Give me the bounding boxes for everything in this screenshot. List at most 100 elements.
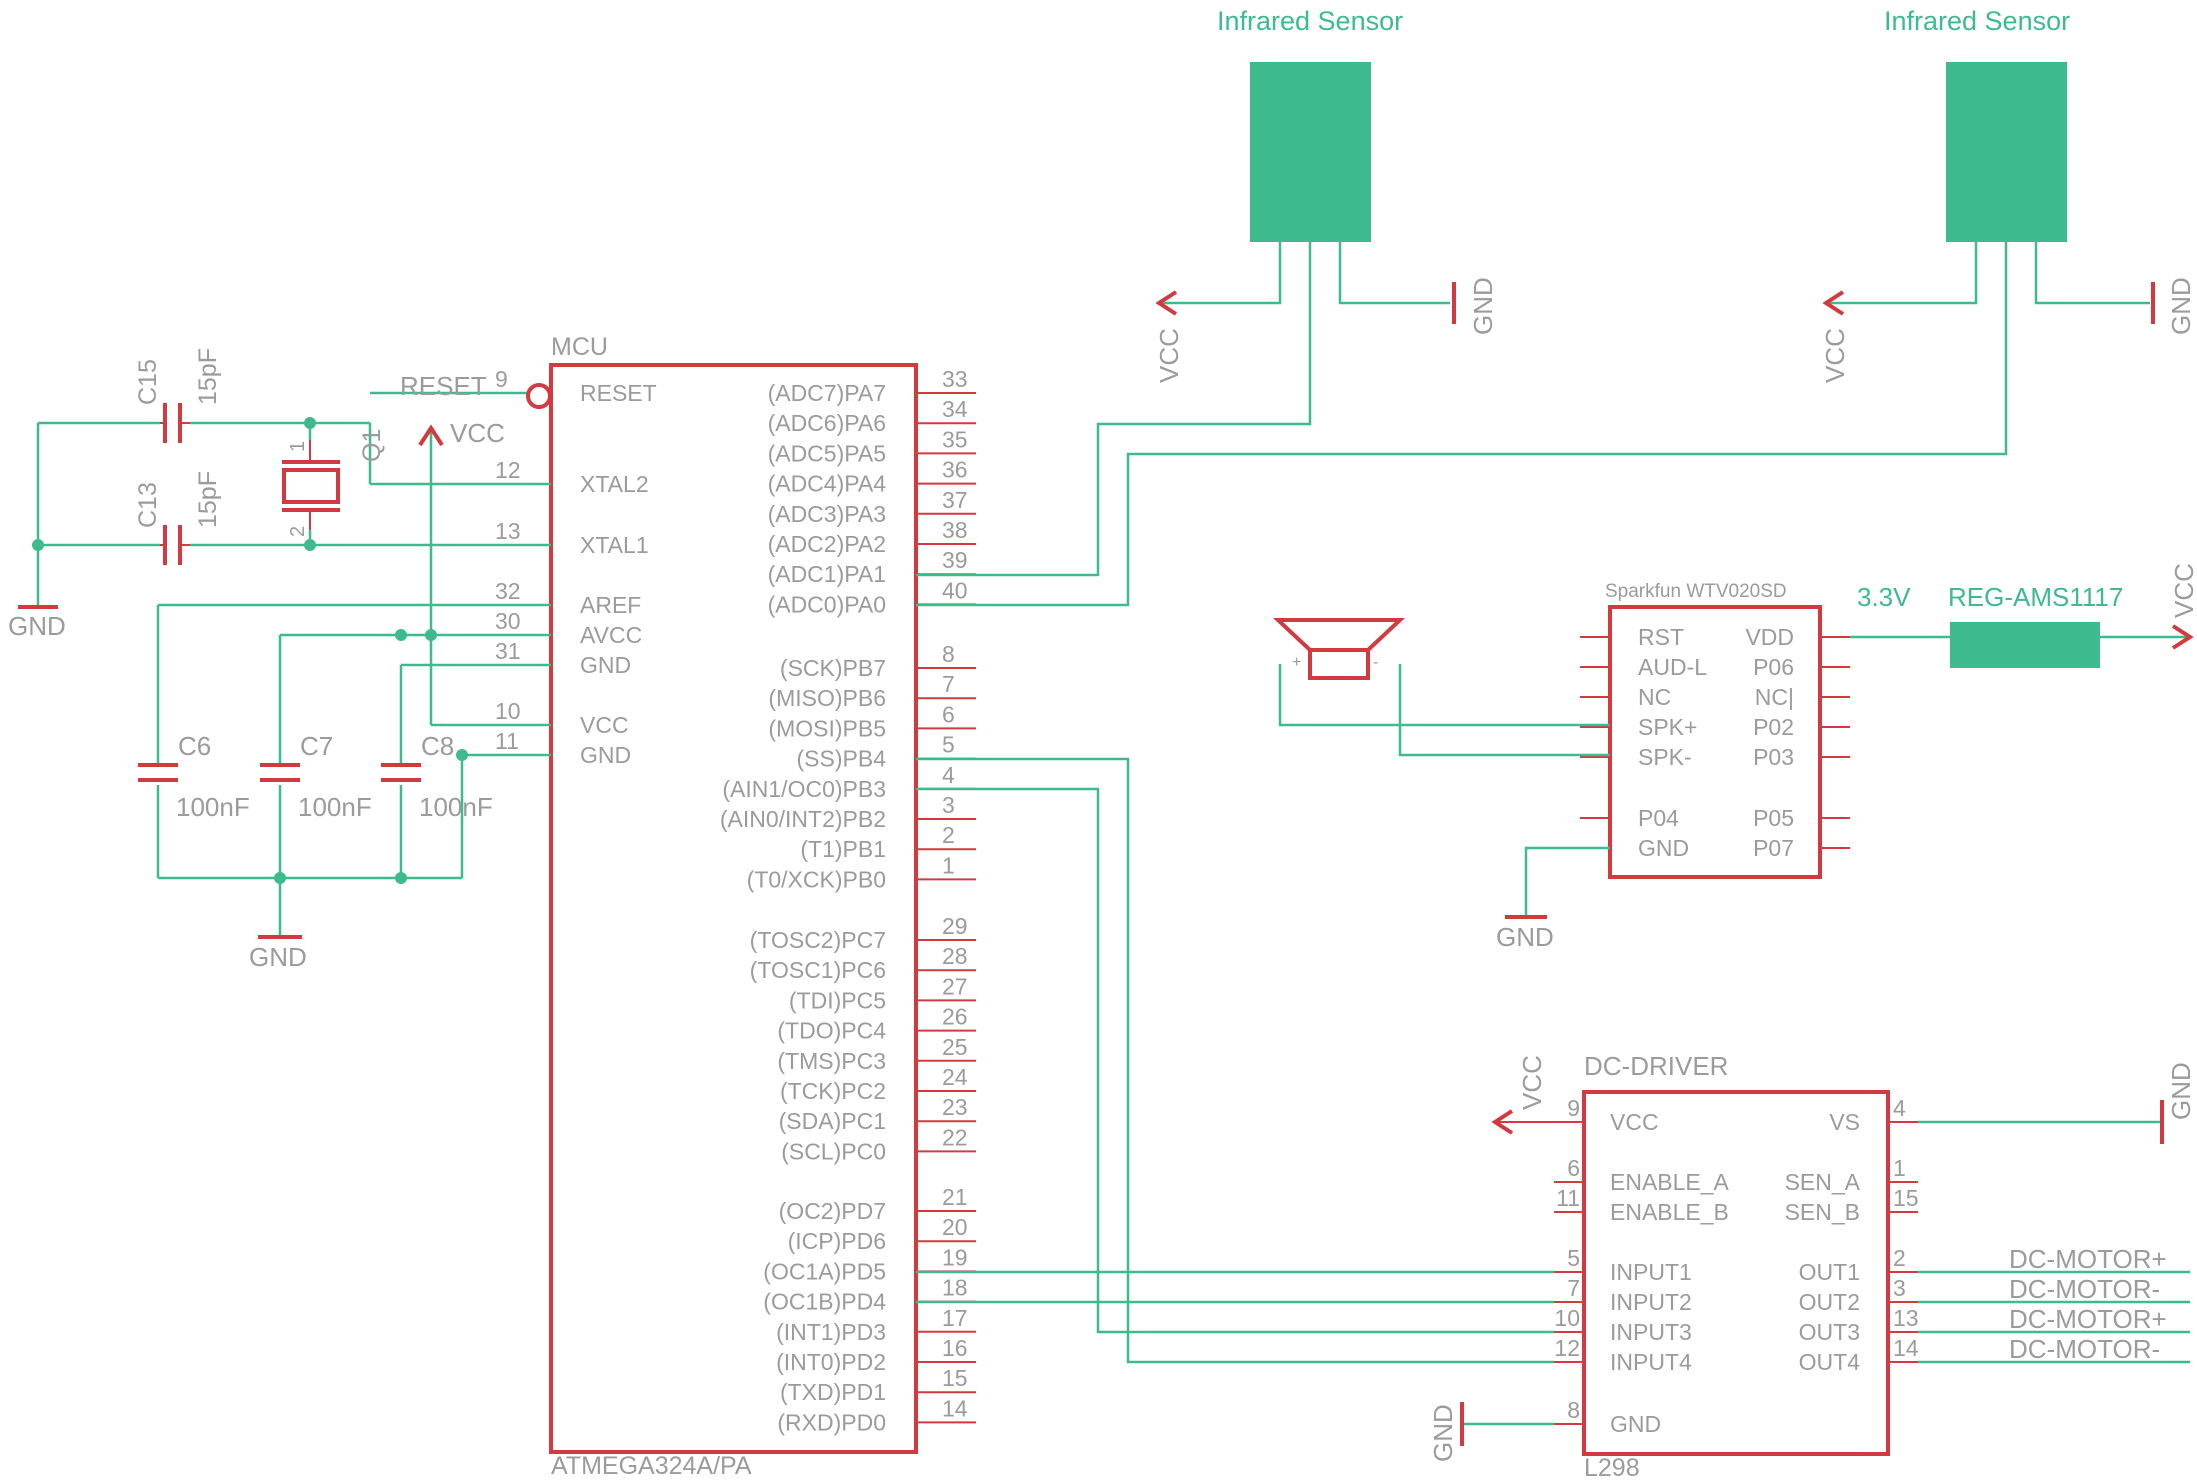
pin-label: INPUT1	[1610, 1259, 1692, 1285]
pin-number: 40	[942, 577, 968, 603]
mcu-part: ATMEGA324A/PA	[551, 1452, 752, 1480]
pin-label: (AIN1/OC0)PB3	[722, 776, 886, 802]
pin-number: 14	[1893, 1335, 1919, 1361]
pin-label: (SCK)PB7	[780, 655, 886, 681]
mcu-chip: MCU ATMEGA324A/PA 9RESET12XTAL213XTAL132…	[491, 333, 976, 1480]
pin-label: (OC1B)PD4	[763, 1289, 886, 1315]
pin-label: (ADC2)PA2	[768, 531, 886, 557]
mcu-pin: 6(MOSI)PB5	[768, 701, 976, 741]
decoupling-section: VCC C6 100nF C7 100nF C8 100nF GND	[138, 418, 551, 972]
pin-label: (SDA)PC1	[779, 1108, 886, 1134]
pin-label: OUT4	[1799, 1349, 1861, 1375]
driver-part: L298	[1584, 1454, 1640, 1480]
pin-number: 25	[942, 1034, 968, 1060]
mcu-pin: 26(TDO)PC4	[777, 1004, 976, 1044]
pin-label: (OC2)PD7	[779, 1198, 886, 1224]
pin-number: 14	[942, 1395, 968, 1421]
sensor-title: Infrared Sensor	[1217, 6, 1403, 36]
pin-number: 17	[942, 1305, 968, 1331]
pin-label: VS	[1829, 1109, 1860, 1135]
pin-label: P06	[1753, 654, 1794, 680]
mcu-pin: 35(ADC5)PA5	[768, 426, 976, 466]
pin-number: 39	[942, 547, 968, 573]
mcu-pin: 28(TOSC1)PC6	[750, 943, 976, 983]
pin-label: NC	[1638, 684, 1671, 710]
pin-label: (ADC5)PA5	[768, 440, 886, 466]
pin-label: (ADC3)PA3	[768, 501, 886, 527]
sensor-body	[1250, 62, 1371, 242]
pin-label: ENABLE_A	[1610, 1169, 1730, 1195]
junction-dot	[304, 539, 316, 551]
gnd-label: GND	[1428, 1404, 1458, 1462]
pin-label: OUT2	[1799, 1289, 1860, 1315]
pin-label: AREF	[580, 592, 641, 618]
pin-label: VDD	[1745, 624, 1794, 650]
audio-pin: P07	[1753, 835, 1850, 861]
gnd-label: GND	[249, 942, 307, 972]
sensor-title: Infrared Sensor	[1884, 6, 2070, 36]
mcu-name: MCU	[551, 333, 608, 361]
pin-number: 37	[942, 487, 968, 513]
vcc-symbol: VCC	[1154, 290, 1184, 383]
vcc-label: VCC	[450, 418, 505, 448]
pin-number: 8	[1567, 1397, 1580, 1423]
motor-label: DC-MOTOR+	[2009, 1244, 2167, 1274]
crystal-name: Q1	[358, 429, 386, 462]
mcu-right-pins: 33(ADC7)PA734(ADC6)PA635(ADC5)PA536(ADC4…	[720, 366, 976, 1435]
pin-number: 23	[942, 1094, 968, 1120]
pin-number: 13	[495, 518, 521, 544]
motor-label: DC-MOTOR-	[2009, 1274, 2160, 1304]
c6-name: C6	[178, 731, 211, 761]
c13-value: 15pF	[194, 471, 222, 528]
reset-net-label: RESET	[400, 371, 487, 401]
mcu-pin: 5(SS)PB4	[797, 732, 976, 772]
audio-module-name: Sparkfun WTV020SD	[1605, 581, 1787, 602]
pin-number: 7	[1567, 1275, 1580, 1301]
mcu-pin: 17 (INT1)PD3	[776, 1305, 976, 1345]
c6-value: 100nF	[176, 792, 250, 822]
pin-label: (TDO)PC4	[777, 1018, 886, 1044]
pin-number: 13	[1893, 1305, 1919, 1331]
audio-pin: VDD	[1745, 624, 1850, 650]
mcu-pin: 2(T1)PB1	[800, 822, 976, 862]
pin-number: 38	[942, 517, 968, 543]
mcu-pin: 4(AIN1/OC0)PB3	[722, 762, 976, 802]
gnd-label: GND	[8, 611, 66, 641]
pin-label: (SS)PB4	[797, 746, 887, 772]
pin-label: P04	[1638, 805, 1679, 831]
pin-number: 34	[942, 396, 968, 422]
mcu-pin: 3(AIN0/INT2)PB2	[720, 792, 976, 832]
pin-label: (INT0)PD2	[776, 1349, 886, 1375]
pin-label: SPK-	[1638, 744, 1692, 770]
pin-number: 20	[942, 1214, 968, 1240]
pin-label: P02	[1753, 714, 1794, 740]
gnd-label: GND	[1496, 922, 1554, 952]
pin-label: (INT1)PD3	[776, 1319, 886, 1345]
mcu-pin: 20(ICP)PD6	[788, 1214, 976, 1254]
pin-label: AVCC	[580, 622, 642, 648]
infrared-sensor-2: Infrared Sensor VCC GND	[916, 6, 2196, 607]
pin-number: 19	[942, 1244, 968, 1270]
audio-pin: P02	[1753, 714, 1850, 740]
mcu-pin: 14(RXD)PD0	[777, 1395, 976, 1435]
gnd-label: GND	[2166, 1062, 2196, 1120]
mcu-pin: 24(TCK)PC2	[780, 1064, 976, 1104]
pin-number: 30	[495, 608, 521, 634]
mcu-pin: 7(MISO)PB6	[768, 671, 976, 711]
mcu-pin: 19(OC1A)PD5	[763, 1244, 976, 1284]
vcc-symbol: VCC	[2169, 563, 2197, 650]
pin-label: (ADC6)PA6	[768, 410, 886, 436]
pin-number: 12	[1554, 1335, 1580, 1361]
mcu-pin: 38 (ADC2)PA2	[768, 517, 976, 557]
pin-label: (TMS)PC3	[777, 1048, 886, 1074]
oscillator-section: C15 15pF C13 15pF 1 2 Q1 GND	[8, 348, 551, 641]
pin-number: 24	[942, 1064, 968, 1090]
